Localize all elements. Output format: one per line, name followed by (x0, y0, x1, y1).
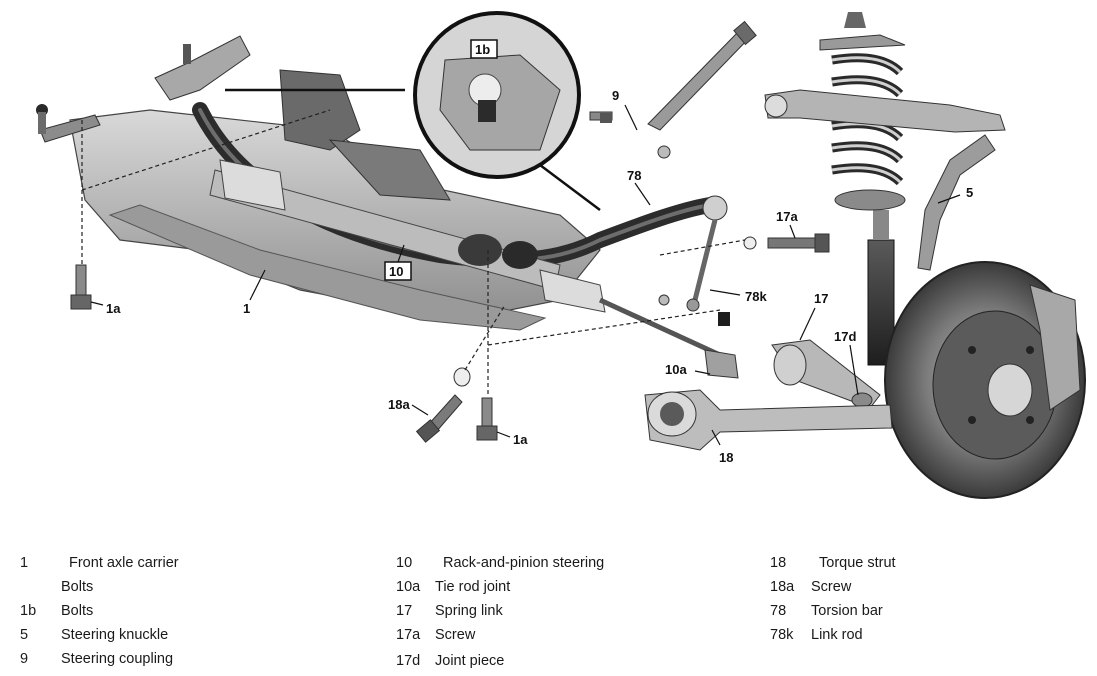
joint-piece (851, 392, 873, 408)
left-upper-link (154, 35, 251, 101)
legend-number: 18 (770, 555, 787, 571)
legend-text: Screw (811, 579, 852, 595)
legend-number: 17 (396, 603, 413, 619)
legend-number: 9 (20, 651, 29, 667)
legend-text: Steering knuckle (61, 627, 169, 643)
legend-text: Spring link (435, 603, 503, 619)
callout-17a: 17a (776, 209, 798, 224)
legend-text: Steering coupling (61, 651, 174, 667)
callout-1: 1 (243, 301, 250, 316)
legend-number: 10a (396, 579, 421, 595)
callout-78k: 78k (745, 289, 767, 304)
legend-number: 1b (20, 603, 37, 619)
spring-strut (819, 12, 906, 366)
upper-wishbone (764, 89, 1006, 133)
legend-text: Torque strut (819, 555, 896, 571)
left-tie-rod-end (36, 104, 101, 143)
callout-10-box: 10 (384, 261, 412, 281)
legend-number: 5 (20, 627, 29, 643)
reference-lines (81, 109, 746, 395)
legend-text: Joint piece (435, 653, 505, 669)
leader-lines (90, 104, 961, 446)
legend-text: Bolts (61, 579, 94, 595)
tie-rod-joint-right (704, 312, 739, 379)
steering-knuckle (917, 134, 996, 271)
legend-text: Bolts (61, 603, 94, 619)
callout-1a-left: 1a (106, 301, 121, 316)
callout-1b: 1b (475, 42, 490, 57)
coupling-bolts (600, 113, 670, 306)
legend-text: Tie rod joint (435, 579, 511, 595)
legend-text: Screw (435, 627, 476, 643)
legend-text: Front axle carrier (69, 555, 179, 571)
callout-10: 10 (389, 264, 403, 279)
legend-number: 1 (20, 555, 29, 571)
legend-number: 10 (396, 555, 413, 571)
legend-text: Link rod (811, 627, 863, 643)
legend-text: Torsion bar (811, 603, 883, 619)
screw-17a (743, 233, 830, 253)
screw-18a (415, 367, 471, 443)
bolt-1a-left (70, 264, 92, 310)
callout-1b-box: 1b (470, 39, 498, 59)
bolt-1a-bottom (476, 397, 498, 441)
legend-number: 17a (396, 627, 421, 643)
callout-18: 18 (719, 450, 733, 465)
callout-10a: 10a (665, 362, 687, 377)
legend-number: 78 (770, 603, 787, 619)
axle-exploded-diagram: 1 1a 1a 1b 5 9 10 10a 17 17a 17d 18 18a … (36, 11, 1086, 499)
callout-1a-bottom: 1a (513, 432, 528, 447)
rack-and-pinion-steering (209, 159, 722, 358)
legend-number: 78k (770, 627, 794, 643)
callout-5: 5 (966, 185, 973, 200)
legend-number: 17d (396, 653, 421, 669)
callout-17: 17 (814, 291, 828, 306)
spring-link (771, 339, 881, 409)
link-rod (686, 195, 728, 312)
detail-magnifier (225, 11, 601, 211)
legend-text: Rack-and-pinion steering (443, 555, 605, 571)
callout-18a: 18a (388, 397, 410, 412)
legend-number: 18a (770, 579, 795, 595)
callout-17d: 17d (834, 329, 856, 344)
torque-strut (644, 389, 893, 451)
brake-disc (884, 261, 1086, 499)
callout-78: 78 (627, 168, 641, 183)
callout-9: 9 (612, 88, 619, 103)
